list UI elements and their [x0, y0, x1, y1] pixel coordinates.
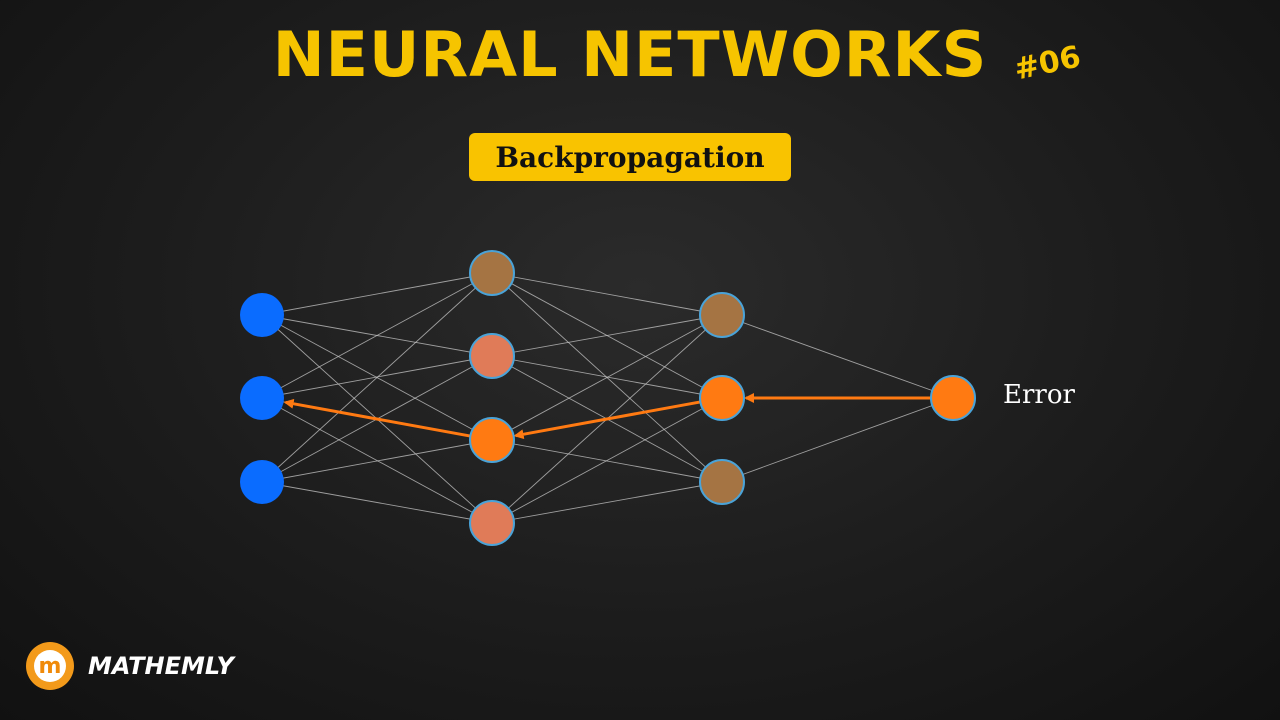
- neuron-node: [699, 292, 745, 338]
- neuron-node: [240, 376, 284, 420]
- neuron-node: [699, 375, 745, 421]
- neuron-node: [699, 459, 745, 505]
- connection-line: [261, 272, 493, 316]
- connection-line: [261, 272, 493, 399]
- connection-line: [491, 314, 723, 441]
- connection-line: [261, 481, 493, 524]
- neuron-node: [240, 460, 284, 504]
- connection-line: [721, 314, 954, 399]
- brand-name: MATHEMLY: [88, 652, 234, 680]
- title: NEURAL NETWORKS: [272, 18, 988, 91]
- connection-line: [491, 397, 723, 524]
- subtitle-badge: Backpropagation: [469, 133, 791, 181]
- backprop-arrow: [513, 400, 701, 440]
- connection-line: [491, 272, 723, 316]
- error-label: Error: [1003, 380, 1075, 410]
- connection-line: [491, 314, 723, 357]
- connection-line: [261, 397, 493, 524]
- neuron-node: [469, 417, 515, 463]
- neuron-node: [469, 250, 515, 296]
- neuron-node: [469, 500, 515, 546]
- backprop-arrows: [283, 393, 931, 440]
- mathemly-logo-icon: m: [26, 642, 74, 690]
- connection-line: [261, 439, 493, 483]
- neuron-node: [930, 375, 976, 421]
- connection-line: [721, 397, 954, 483]
- nodes: [240, 250, 976, 546]
- logo-letter: m: [34, 650, 66, 682]
- neuron-node: [469, 333, 515, 379]
- connection-line: [491, 481, 723, 524]
- neuron-node: [240, 293, 284, 337]
- connection-line: [261, 272, 493, 483]
- backprop-arrow: [283, 398, 471, 438]
- brand-logo: m MATHEMLY: [26, 642, 234, 690]
